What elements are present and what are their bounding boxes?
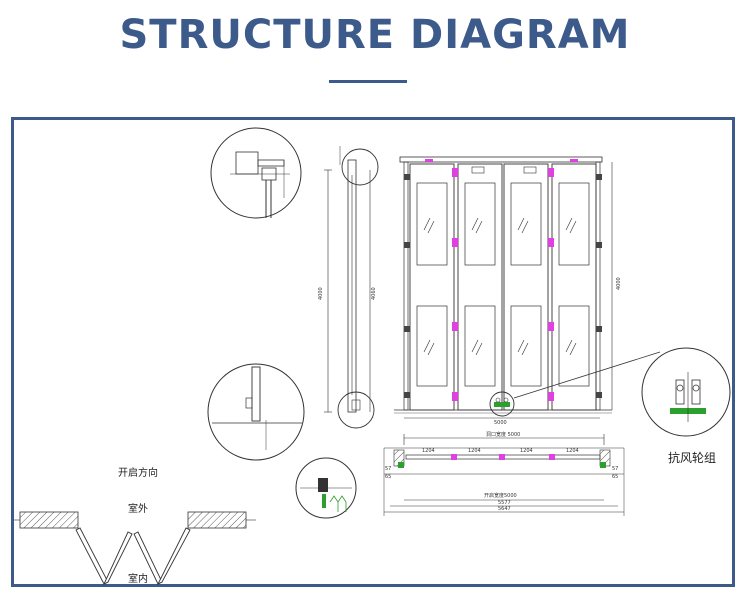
dim-panel-4: 1204: [566, 448, 579, 454]
outdoor-label: 室外: [128, 502, 148, 515]
dim-height-right: 4000: [616, 277, 622, 290]
dim-opening-width: 洞口宽度 5000: [486, 431, 520, 438]
dim-panel-3: 1204: [520, 448, 533, 454]
dim-panel-1: 1204: [422, 448, 435, 454]
dim-total-2: 5647: [498, 506, 511, 512]
detail-circle-top: [210, 127, 302, 219]
dim-small-right: 57: [612, 466, 618, 472]
dim-height-inner: 4060: [371, 287, 377, 300]
open-direction-label: 开启方向: [118, 466, 158, 479]
track-detail-circle: [295, 457, 357, 519]
side-elevation: [324, 146, 379, 429]
dim-width-opening: 5000: [494, 420, 507, 426]
hinge-markers: [425, 159, 578, 401]
dim-small-left2: 65: [385, 474, 391, 480]
dim-open-width: 开启宽度5000: [484, 492, 517, 499]
dim-height-outer: 4000: [318, 287, 324, 300]
wheel-marker-small: [489, 351, 661, 417]
detail-circle-bottom: [207, 363, 305, 461]
dim-panel-2: 1204: [468, 448, 481, 454]
dim-small-left: 57: [385, 466, 391, 472]
front-elevation: [394, 156, 612, 414]
plan-view: [383, 434, 625, 516]
title-underline: [329, 80, 407, 83]
page-title: STRUCTURE DIAGRAM: [119, 12, 631, 58]
indoor-label: 室内: [128, 572, 148, 585]
wind-wheel-label: 抗风轮组: [668, 450, 716, 465]
wind-wheel-detail: [641, 347, 731, 437]
dim-total-1: 5577: [498, 500, 511, 506]
dim-small-right2: 65: [612, 474, 618, 480]
opening-direction-diagram: [14, 511, 256, 586]
diagram-frame: [11, 117, 735, 587]
